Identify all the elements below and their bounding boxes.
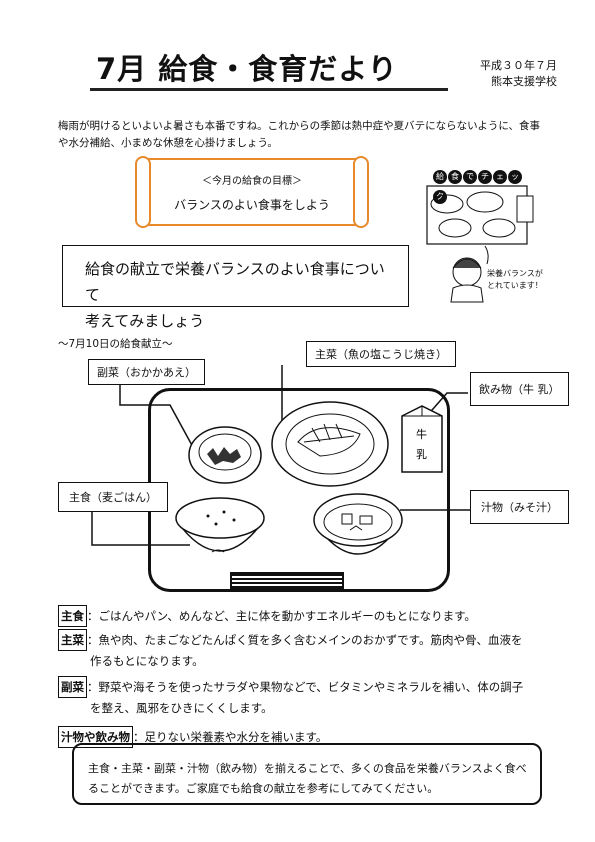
rice-bowl: [175, 497, 265, 553]
desc-tag: 主食: [58, 605, 87, 627]
caption-line: 栄養バランスが: [487, 269, 543, 278]
summary-box: 主食・主菜・副菜・汁物（飲み物）を揃えることで、多くの食品を栄養バランスよく食べ…: [72, 743, 542, 805]
desc-soup-drink: 汁物や飲み物：足りない栄養素や水分を補います。: [58, 726, 553, 748]
theme-line: 考えてみましょう: [85, 312, 205, 330]
milk-carton: 牛 乳: [401, 405, 443, 473]
side-dish-label: 副菜（おかかあえ）: [88, 359, 205, 385]
desc-text: ：野菜や海そうを使ったサラダや果物などで、ビタミンやミネラルを補い、体の調子: [87, 680, 524, 694]
desc-text: ：足りない栄養素や水分を補います。: [133, 730, 328, 744]
menu-heading: ～7月10日の給食献立～: [58, 338, 173, 350]
mini-soup-bowl: [482, 218, 516, 238]
meal-check-illustration: [426, 185, 534, 303]
newsletter-title: 7月 給食・食育だより: [90, 46, 448, 91]
check-badge: 給食でチェック: [433, 164, 537, 204]
desc-text: ：魚や肉、たまごなどたんぱく質を多く含むメインのおかずです。筋肉や骨、血液を: [87, 633, 523, 647]
theme-line: 給食の献立で栄養バランスのよい食事について: [85, 260, 385, 304]
badge-char: ッ: [508, 170, 522, 184]
desc-tag: 汁物や飲み物: [58, 726, 133, 748]
girl-body: [450, 284, 484, 303]
desc-tag: 副菜: [58, 676, 87, 698]
milk-label-2: 乳: [416, 448, 427, 461]
badge-char: ク: [433, 190, 447, 204]
summary-text: 主食・主菜・副菜・汁物（飲み物）を揃えることで、多くの食品を栄養バランスよく食べ…: [88, 759, 530, 799]
badge-char: ェ: [493, 170, 507, 184]
girl-hair: [452, 258, 482, 269]
check-caption: 栄養バランスが とれています！: [487, 268, 543, 292]
desc-text-cont: を整え、風邪をひきにくくします。: [90, 701, 273, 715]
theme-box: 給食の献立で栄養バランスのよい食事について 考えてみましょう: [62, 245, 409, 330]
main-dish-label: 主菜（魚の塩こうじ焼き）: [306, 341, 456, 367]
milk-label-1: 牛: [416, 427, 427, 441]
mini-plate: [466, 191, 504, 213]
caption-line: とれています！: [487, 281, 543, 290]
badge-char: 食: [448, 170, 462, 184]
school-name: 熊本支援学校: [491, 75, 557, 88]
title-underline: [90, 88, 448, 91]
desc-staple: 主食：ごはんやパン、めんなど、主に体を動かすエネルギーのもとになります。: [58, 605, 553, 627]
desc-main: 主菜：魚や肉、たまごなどたんぱく質を多く含むメインのおかずです。筋肉や骨、血液を…: [58, 629, 553, 671]
issue-date: 平成３０年７月: [480, 59, 557, 72]
badge-char: チ: [478, 170, 492, 184]
desc-tag: 主菜: [58, 629, 87, 651]
badge-char: で: [463, 170, 477, 184]
summary-line: ることができます。ご家庭でも給食の献立を参考にしてみてください。: [88, 782, 439, 795]
issue-info: 平成３０年７月 熊本支援学校: [447, 58, 557, 90]
soup-label: 汁物（みそ汁）: [470, 490, 569, 524]
tray-stripe: [230, 572, 344, 590]
mini-rice-bowl: [438, 218, 472, 238]
goal-heading: ＜今月の給食の目標＞: [202, 176, 302, 187]
mini-milk: [516, 195, 534, 223]
theme-text: 給食の献立で栄養バランスのよい食事について 考えてみましょう: [85, 256, 398, 334]
title-text: 7月 給食・食育だより: [96, 52, 398, 86]
goal-motto: バランスのよい食事をしよう: [174, 198, 330, 212]
main-dish-plate: [271, 401, 389, 487]
mini-bowl: [430, 194, 464, 214]
monthly-goal-scroll: ＜今月の給食の目標＞ バランスのよい食事をしよう: [135, 156, 369, 228]
pointer-line: [484, 245, 489, 265]
side-dish-bowl: [188, 426, 262, 484]
staple-label: 主食（麦ごはん）: [58, 482, 168, 512]
intro-paragraph: 梅雨が明けるといよいよ暑さも本番ですね。これからの季節は熱中症や夏バテにならない…: [58, 120, 541, 149]
miso-soup-bowl: [313, 493, 403, 555]
mini-tray: [426, 185, 528, 245]
drink-label: 飲み物（牛 乳）: [470, 372, 569, 406]
desc-side: 副菜：野菜や海そうを使ったサラダや果物などで、ビタミンやミネラルを補い、体の調子…: [58, 676, 553, 718]
badge-char: 給: [433, 170, 447, 184]
desc-text: ：ごはんやパン、めんなど、主に体を動かすエネルギーのもとになります。: [87, 609, 476, 623]
desc-text-cont: 作るもとになります。: [90, 654, 204, 668]
summary-line: 主食・主菜・副菜・汁物（飲み物）を揃えることで、多くの食品を栄養バランスよく食べ: [88, 762, 527, 775]
